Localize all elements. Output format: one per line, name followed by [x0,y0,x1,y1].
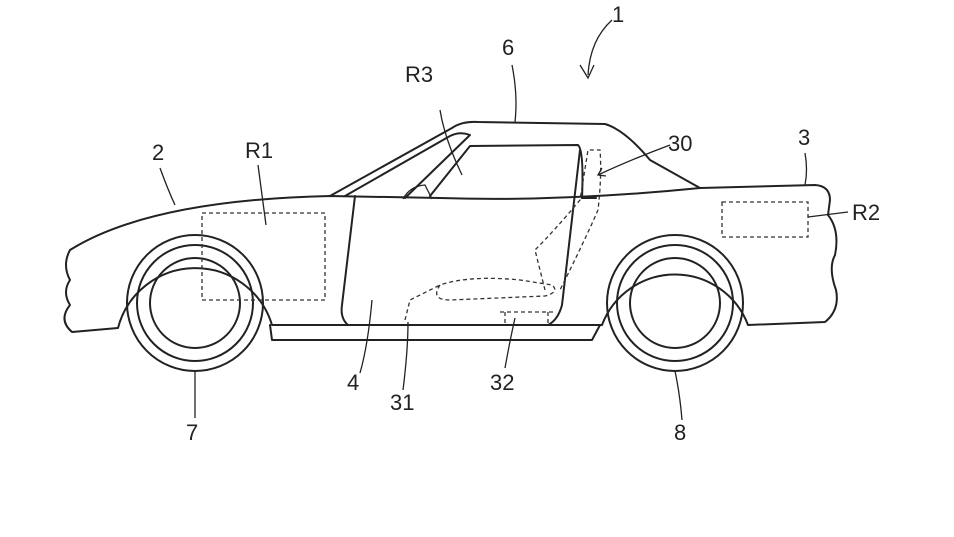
label-r2: R2 [852,200,880,225]
label-2: 2 [152,140,164,165]
leader-lines [159,19,849,421]
label-r1: R1 [245,138,273,163]
seat-outline [404,149,602,325]
region-r1-box [201,212,326,301]
label-1: 1 [612,2,624,27]
label-3: 3 [798,125,810,150]
front-wheel [126,234,264,372]
rear-wheel [606,234,744,372]
label-r3: R3 [405,62,433,87]
label-30: 30 [668,131,692,156]
label-7: 7 [186,420,198,445]
region-r2-box [721,201,809,238]
label-6: 6 [502,35,514,60]
label-32: 32 [490,370,514,395]
label-8: 8 [674,420,686,445]
label-31: 31 [390,390,414,415]
car-body [63,120,838,341]
label-4: 4 [347,370,359,395]
